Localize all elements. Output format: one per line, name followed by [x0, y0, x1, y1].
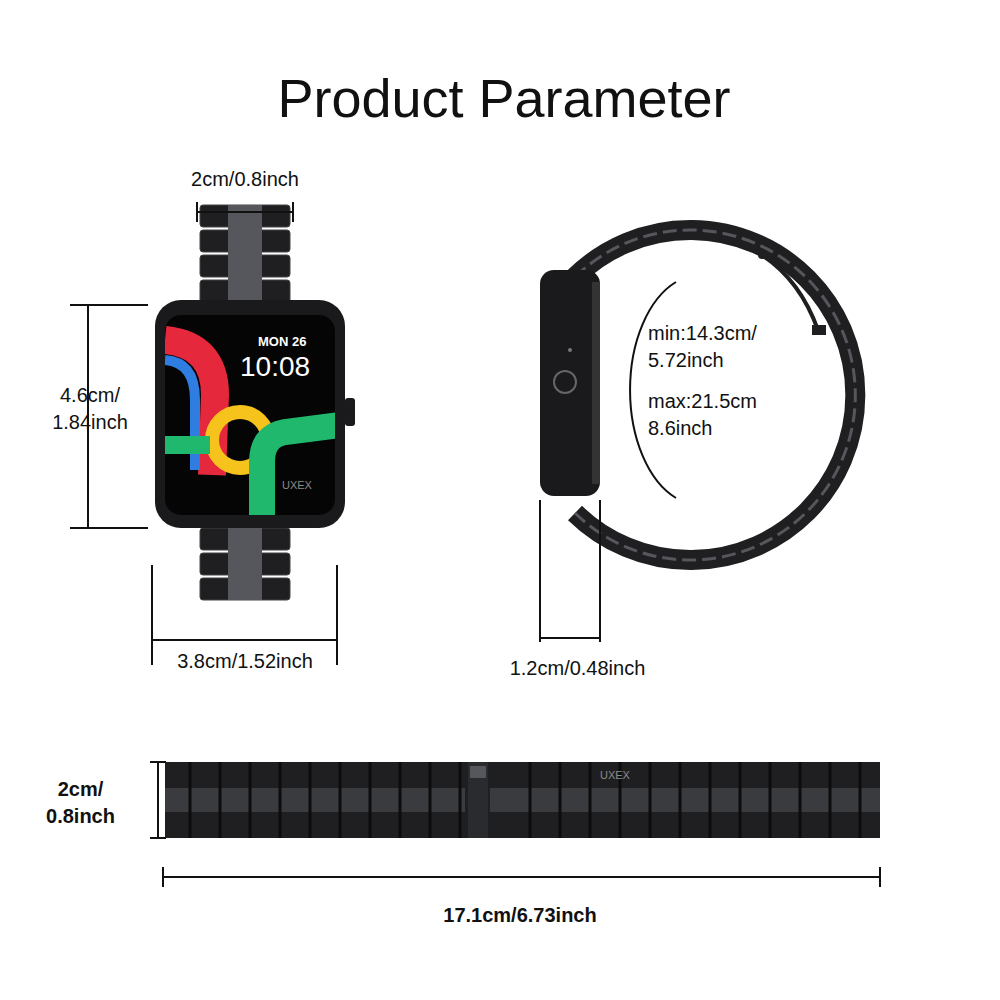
dimension-label: 2cm/ 0.8inch — [28, 776, 133, 830]
dimension-label: 2cm/0.8inch — [145, 166, 345, 193]
watermark: UXEX — [600, 768, 650, 783]
dimension-label: 4.6cm/ 1.84inch — [35, 382, 145, 436]
screen-time: 10:08 — [240, 348, 335, 386]
dimension-label: 17.1cm/6.73inch — [410, 902, 630, 929]
dimension-label: min:14.3cm/ 5.72inch — [648, 320, 798, 374]
dimension-label: 1.2cm/0.48inch — [465, 655, 690, 682]
watermark: UXEX — [282, 478, 332, 493]
dimension-label: max:21.5cm 8.6inch — [648, 388, 798, 442]
dimension-label: 3.8cm/1.52inch — [145, 648, 345, 675]
screen-date: MON 26 — [258, 333, 333, 351]
title: Product Parameter — [4, 62, 1000, 135]
